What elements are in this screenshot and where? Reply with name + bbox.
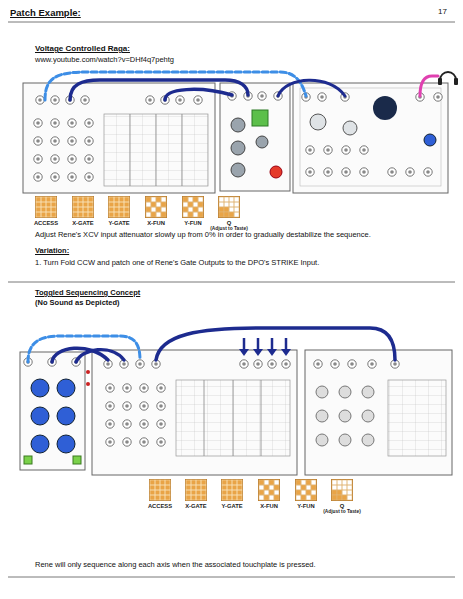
option-note: (Adjust to Taste) <box>323 509 361 514</box>
patch-note: Rene will only sequence along each axis … <box>35 560 316 569</box>
rene-module <box>23 83 215 193</box>
option-node: ACCESS <box>32 196 60 226</box>
sequencer-module <box>305 350 452 475</box>
option-label: Y-GATE <box>108 220 129 226</box>
label-box: Adjust Rene's XCV input attenuator slowl… <box>35 230 371 239</box>
option-node: Q(Adjust to Taste) <box>321 479 363 514</box>
option-node: X-FUN <box>256 479 282 509</box>
patch-cables <box>28 328 395 362</box>
option-label: X-GATE <box>185 503 206 509</box>
section-heading: Voltage Controlled Raga: <box>35 44 130 53</box>
option-swatch <box>72 196 94 218</box>
option-swatch <box>182 196 204 218</box>
label-box: Variation: <box>35 246 69 255</box>
patch-cables <box>45 72 438 100</box>
option-swatch <box>221 479 243 501</box>
dpo-module <box>293 83 448 193</box>
option-note: (Adjust to Taste) <box>210 226 248 231</box>
option-swatch <box>35 196 57 218</box>
option-swatch <box>108 196 130 218</box>
option-label: ACCESS <box>34 220 58 226</box>
label-box: 1. Turn Fold CCW and patch one of Rene's… <box>35 258 319 267</box>
option-node: X-GATE <box>70 196 96 226</box>
section-subheading: (No Sound as Depicted) <box>35 298 120 307</box>
option-node: Y-FUN <box>293 479 319 509</box>
label-box: Patch Example: <box>10 7 81 18</box>
option-swatch <box>218 196 240 218</box>
option-swatch <box>295 479 317 501</box>
video-link: www.youtube.com/watch?v=DHf4q7pehtg <box>35 55 174 64</box>
option-node: Y-FUN <box>180 196 206 226</box>
page-rules <box>8 22 455 577</box>
option-label: Y-FUN <box>297 503 314 509</box>
option-node: ACCESS <box>146 479 174 509</box>
option-swatch <box>149 479 171 501</box>
option-node: Q(Adjust to Taste) <box>208 196 250 231</box>
option-swatch <box>185 479 207 501</box>
option-label: Q <box>340 503 345 509</box>
patch-note: Adjust Rene's XCV input attenuator slowl… <box>35 230 371 239</box>
touch-module <box>20 352 90 470</box>
option-swatch <box>331 479 353 501</box>
label-box: Toggled Sequencing Concept <box>35 288 140 297</box>
option-label: X-FUN <box>147 220 165 226</box>
option-swatch <box>145 196 167 218</box>
option-label: Y-GATE <box>221 503 242 509</box>
option-label: X-GATE <box>72 220 93 226</box>
rene-module <box>92 350 297 475</box>
headphone-icon <box>438 72 458 85</box>
option-label: ACCESS <box>148 503 172 509</box>
option-swatch <box>258 479 280 501</box>
option-node: Y-GATE <box>219 479 245 509</box>
label-box: www.youtube.com/watch?v=DHf4q7pehtg <box>35 55 174 64</box>
section-heading: Toggled Sequencing Concept <box>35 288 140 297</box>
option-node: X-GATE <box>183 479 209 509</box>
patch-note: 1. Turn Fold CCW and patch one of Rene's… <box>35 258 319 267</box>
option-node: X-FUN <box>143 196 169 226</box>
page-number: 17 <box>438 7 447 16</box>
option-node: Y-GATE <box>106 196 132 226</box>
label-box: 17 <box>438 7 447 16</box>
option-label: X-FUN <box>260 503 278 509</box>
random-module <box>220 83 290 191</box>
label-box: Rene will only sequence along each axis … <box>35 560 316 569</box>
section-heading: Variation: <box>35 246 69 255</box>
page-heading: Patch Example: <box>10 7 81 18</box>
label-box: Voltage Controlled Raga: <box>35 44 130 53</box>
option-label: Q <box>227 220 232 226</box>
label-box: (No Sound as Depicted) <box>35 298 120 307</box>
trigger-arrows <box>239 338 291 356</box>
option-label: Y-FUN <box>184 220 201 226</box>
